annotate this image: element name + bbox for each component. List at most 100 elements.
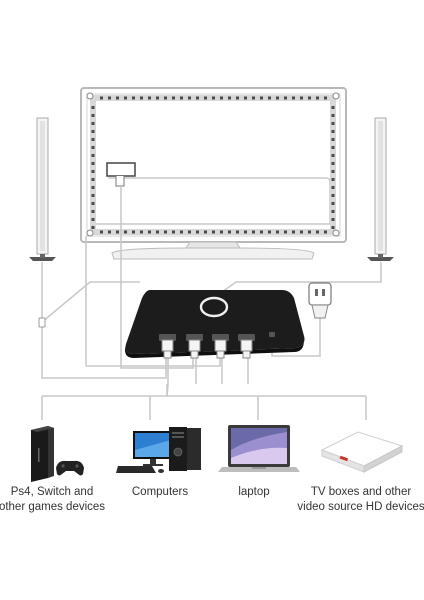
led-chip [331, 154, 335, 157]
led-chip [180, 230, 183, 234]
led-chip [331, 218, 335, 221]
led-chip [292, 96, 295, 100]
led-chip [220, 230, 223, 234]
led-chip [331, 226, 335, 229]
led-chip [164, 96, 167, 100]
led-chip [204, 96, 207, 100]
led-chip [91, 138, 95, 141]
led-chip [140, 96, 143, 100]
led-chip [91, 186, 95, 189]
led-chip [91, 154, 95, 157]
led-chip [284, 96, 287, 100]
led-chip [91, 170, 95, 173]
led-chip [252, 96, 255, 100]
led-chip [228, 230, 231, 234]
device-label-tvbox: TV boxes and other video source HD devic… [297, 486, 424, 513]
led-chip [308, 230, 311, 234]
tv-icon [80, 87, 347, 260]
device-label-laptop: laptop [238, 486, 270, 498]
led-chip [140, 230, 143, 234]
led-chip [331, 114, 335, 117]
led-chip [196, 230, 199, 234]
led-chip [124, 230, 127, 234]
led-chip [91, 218, 95, 221]
led-chip [148, 96, 151, 100]
led-chip [331, 178, 335, 181]
led-chip [331, 106, 335, 109]
strip-controller-icon [106, 162, 136, 187]
led-chip [212, 230, 215, 234]
led-chip [331, 170, 335, 173]
led-chip [316, 230, 319, 234]
led-chip [91, 114, 95, 117]
led-chip [180, 96, 183, 100]
hdmi-sync-box-icon [125, 290, 305, 358]
led-chip [284, 230, 287, 234]
led-chip [244, 96, 247, 100]
led-chip [108, 230, 111, 234]
led-chip [324, 230, 327, 234]
led-chip [331, 138, 335, 141]
led-chip [100, 96, 103, 100]
led-chip [276, 96, 279, 100]
led-chip [324, 96, 327, 100]
led-chip [331, 162, 335, 165]
led-chip [331, 146, 335, 149]
power-adapter-icon [308, 282, 332, 319]
led-chip [116, 230, 119, 234]
led-chip [156, 96, 159, 100]
led-chip [220, 96, 223, 100]
led-chip [100, 230, 103, 234]
led-chip [132, 96, 135, 100]
led-chip [91, 146, 95, 149]
led-light-bar-icon [367, 117, 394, 261]
led-chip [196, 96, 199, 100]
tv-box-icon [320, 431, 404, 473]
led-chip [204, 230, 207, 234]
led-chip [172, 230, 175, 234]
led-strip [86, 92, 340, 237]
led-light-bar-icon [29, 117, 56, 261]
led-chip [132, 230, 135, 234]
led-chip [236, 96, 239, 100]
led-chip [276, 230, 279, 234]
led-chip [188, 230, 191, 234]
led-chip [308, 96, 311, 100]
led-chip [91, 162, 95, 165]
led-chip [268, 230, 271, 234]
led-chip [292, 230, 295, 234]
led-chip [91, 130, 95, 133]
led-chip [252, 230, 255, 234]
led-chip [116, 96, 119, 100]
led-chip [91, 106, 95, 109]
led-chip [124, 96, 127, 100]
led-chip [228, 96, 231, 100]
led-chip [108, 96, 111, 100]
led-chip [91, 194, 95, 197]
laptop-icon [218, 425, 300, 472]
led-chip [91, 226, 95, 229]
led-chip [331, 186, 335, 189]
game-console-icon [31, 426, 84, 482]
led-chip [316, 96, 319, 100]
led-chip [172, 96, 175, 100]
led-chip [188, 96, 191, 100]
led-chip [91, 210, 95, 213]
led-chip [331, 194, 335, 197]
led-chip [244, 230, 247, 234]
led-chip [91, 178, 95, 181]
led-chip [236, 230, 239, 234]
led-chip [331, 130, 335, 133]
led-chip [164, 230, 167, 234]
led-chip [156, 230, 159, 234]
led-chip [331, 210, 335, 213]
desktop-computer-icon [116, 427, 201, 473]
hdmi-plug-icon [161, 339, 253, 359]
led-chip [260, 230, 263, 234]
led-chip [331, 122, 335, 125]
led-chip [268, 96, 271, 100]
led-chip [148, 230, 151, 234]
connector-icon [38, 317, 46, 328]
device-label-ps4: Ps4, Switch and other games devices [0, 486, 106, 513]
